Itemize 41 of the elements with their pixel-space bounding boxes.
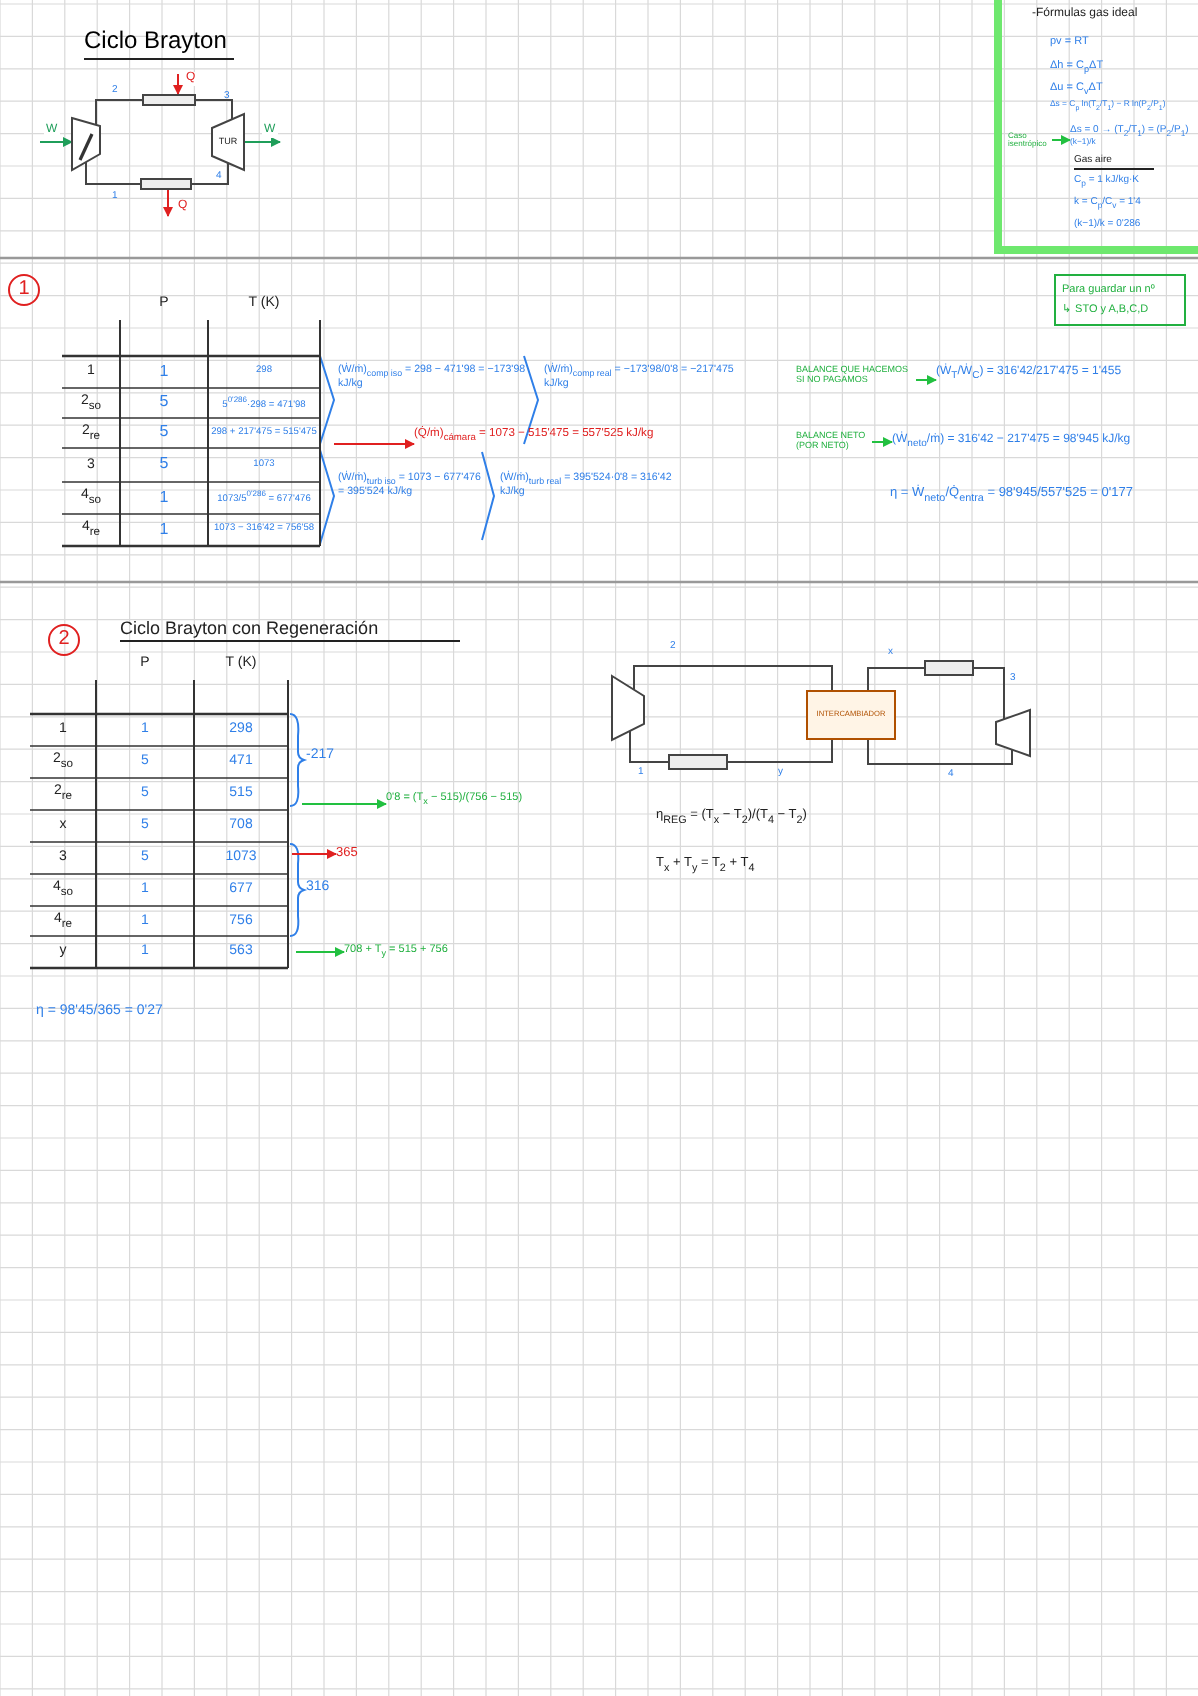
connector-line [633, 665, 833, 691]
section-number: 2 [48, 624, 80, 656]
compressor-symbol [996, 710, 1030, 756]
connector-line [867, 739, 1013, 765]
arrow [301, 799, 387, 809]
turbine-symbol [212, 114, 244, 170]
connector-line [629, 730, 669, 763]
compressor-symbol [612, 676, 644, 740]
component-box [140, 178, 192, 190]
table-cell-text: 5 [157, 420, 171, 445]
arrow [295, 947, 345, 957]
table-cell-text: 5 [157, 452, 171, 477]
component-box [924, 660, 974, 676]
table-cell-text: 1 [157, 485, 171, 510]
arrow [163, 189, 173, 217]
arrow [871, 437, 893, 447]
heat-exchanger-box [806, 690, 896, 740]
table-cell-text: 5 [157, 390, 171, 415]
arrow [915, 375, 937, 385]
heading: Ciclo Brayton con Regeneración [120, 620, 460, 642]
compressor-symbol [72, 118, 100, 170]
heading: Ciclo Brayton [84, 28, 235, 61]
connector-line [973, 667, 1005, 721]
arrow [173, 73, 183, 95]
arrow [243, 137, 281, 147]
connector-line [867, 667, 925, 691]
section-number: 1 [8, 274, 40, 306]
connector-line [195, 99, 233, 121]
table-cell-text: 1 [157, 359, 171, 384]
connector-line [95, 99, 143, 126]
connector-line [727, 739, 833, 763]
connector-line [191, 162, 229, 185]
table-cell-text: 1 [157, 517, 171, 542]
component-box [142, 94, 196, 106]
arrow [333, 439, 415, 449]
arrow [1051, 135, 1071, 145]
connector-line [85, 161, 141, 185]
note-box [1054, 274, 1186, 326]
arrow [39, 137, 73, 147]
arrow [291, 849, 337, 859]
component-box [668, 754, 728, 770]
